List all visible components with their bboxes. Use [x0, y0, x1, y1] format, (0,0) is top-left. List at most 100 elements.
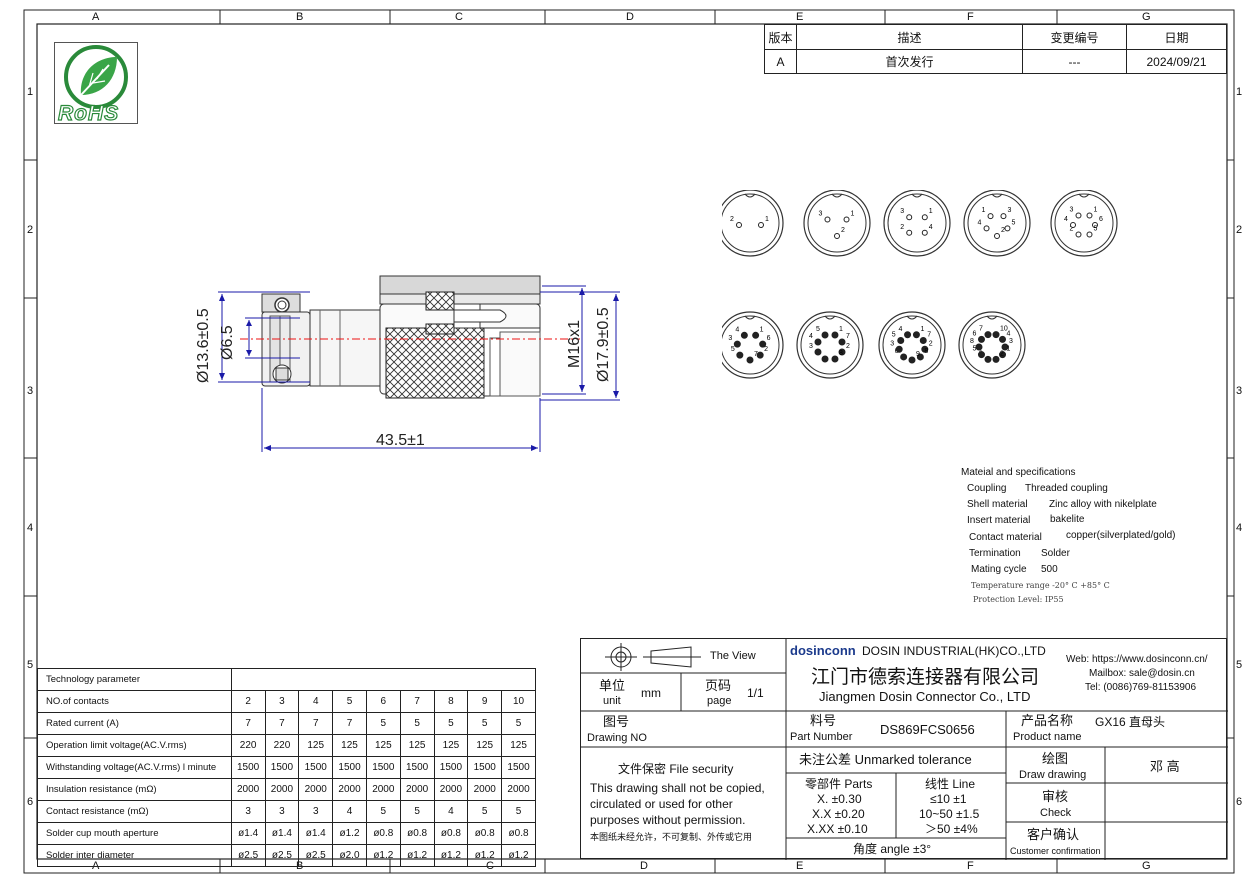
security-line-1: This drawing shall not be copied, [590, 781, 765, 795]
part-number-en: Part Number [790, 731, 853, 743]
tech-cell: 8 [433, 690, 469, 713]
pin-number: 1 [839, 326, 843, 333]
col-label-g: G [1142, 11, 1151, 23]
pin-number: 7 [927, 332, 931, 339]
col-label-c: C [455, 11, 463, 23]
rev-header-change: 变更编号 [1022, 24, 1127, 50]
pin-number: 3 [1070, 206, 1074, 213]
unit-value: mm [641, 686, 661, 700]
pin-hole [1086, 212, 1093, 219]
row-label-2: 2 [27, 224, 34, 236]
pin-number: 3 [809, 343, 813, 350]
tech-row-label: Operation limit voltage(AC.V.rms) [37, 734, 232, 757]
pin-layout-inner [967, 193, 1027, 253]
spec-contact-label: Contact material [969, 532, 1042, 543]
confirm-cn: 客户确认 [1027, 827, 1080, 842]
tech-cell: 1500 [501, 756, 536, 779]
pin-hole [921, 214, 928, 221]
part-number-value: DS869FCS0656 [880, 722, 975, 737]
pin-number: 1 [765, 216, 769, 223]
tech-cell: 10 [501, 690, 536, 713]
tech-cell: 5 [467, 800, 503, 823]
rev-header-desc: 描述 [796, 24, 1023, 50]
pin-layout-outer [963, 189, 1031, 257]
pin-layout-outer [803, 189, 871, 257]
angle-tolerance: 角度 angle ±3° [853, 842, 932, 856]
page-cn: 页码 [705, 678, 732, 693]
pin-layout-inner [962, 315, 1022, 375]
tech-row-label: Solder inter diameter [37, 844, 232, 867]
pin-hole [1004, 225, 1011, 232]
part-number-cn: 料号 [810, 713, 837, 728]
pin-hole [1086, 231, 1093, 238]
pin-hole [906, 229, 913, 236]
check-en: Check [1040, 807, 1072, 819]
tech-cell: 1500 [264, 756, 300, 779]
tech-cell: 2000 [501, 778, 536, 801]
pin-hole [758, 222, 764, 228]
pin-layouts-svg: 1212314233524116524316275341728634517289… [716, 189, 1118, 379]
tech-cell: 4 [433, 800, 469, 823]
tech-cell: ø0.8 [399, 822, 435, 845]
tech-row-label: Solder cup mouth aperture [37, 822, 232, 845]
unit-en: unit [603, 695, 621, 707]
tech-cell: ø1.2 [433, 844, 469, 867]
security-line-2: circulated or used for other [590, 797, 733, 811]
tech-cell: 5 [365, 800, 401, 823]
tech-cell: ø0.8 [501, 822, 536, 845]
tech-cell: 7 [332, 712, 367, 735]
spec-mating-label: Mating cycle [971, 564, 1027, 575]
pin-key [831, 193, 843, 198]
pin-number: 2 [846, 343, 850, 350]
pin-hole [736, 351, 744, 359]
pin-layout-outer [883, 189, 951, 257]
pin-number: 1 [851, 211, 855, 218]
pin-number: 1 [920, 326, 924, 333]
page-value: 1/1 [747, 686, 764, 700]
col-label-f: F [967, 11, 974, 23]
pin-hole [843, 216, 850, 223]
spec-shell-label: Shell material [967, 499, 1028, 510]
pin-hole [919, 337, 927, 344]
rev-desc: 首次发行 [796, 49, 1023, 74]
draw-cn: 绘图 [1042, 751, 1069, 766]
tech-cell: ø2.5 [264, 844, 300, 867]
pin-hole [1092, 222, 1098, 228]
pin-number: 5 [972, 346, 976, 353]
pin-number: 8 [924, 348, 928, 355]
pin-key [744, 193, 756, 198]
tech-cell: 2000 [433, 778, 469, 801]
tech-cell: 125 [332, 734, 367, 757]
dim-outer-diameter: Ø13.6±0.5 [195, 308, 212, 383]
view-label: The View [710, 650, 756, 662]
material-title: Mateial and specifications [961, 467, 1076, 478]
pin-key [744, 315, 756, 320]
col-label-f-bottom: F [967, 860, 974, 872]
pin-hole [814, 348, 822, 356]
product-name-cn: 产品名称 [1021, 713, 1074, 728]
pin-hole [733, 340, 741, 348]
rev-date: 2024/09/21 [1126, 49, 1227, 74]
spec-termination-label: Termination [969, 548, 1021, 559]
pin-layout-outer [716, 311, 784, 379]
pin-hole [987, 213, 994, 220]
pin-number: 3 [728, 335, 732, 342]
spec-shell-value: Zinc alloy with nikelplate [1049, 499, 1157, 510]
drawing-no-en: Drawing NO [587, 732, 647, 744]
pin-number: 5 [816, 326, 820, 333]
dim-length: 43.5±1 [376, 432, 425, 449]
pin-number: 4 [809, 333, 813, 340]
pin-number: 8 [839, 350, 843, 357]
leaf-icon [64, 45, 128, 109]
tech-cell: 1500 [298, 756, 334, 779]
tech-cell: ø2.5 [298, 844, 334, 867]
pin-hole [912, 331, 920, 339]
pin-hole [984, 355, 992, 363]
tech-cell: ø2.0 [332, 844, 367, 867]
tech-cell: ø1.2 [501, 844, 536, 867]
pin-hole [838, 348, 846, 356]
security-line-3: purposes without permission. [590, 813, 746, 827]
row-label-1-right: 1 [1236, 86, 1243, 98]
